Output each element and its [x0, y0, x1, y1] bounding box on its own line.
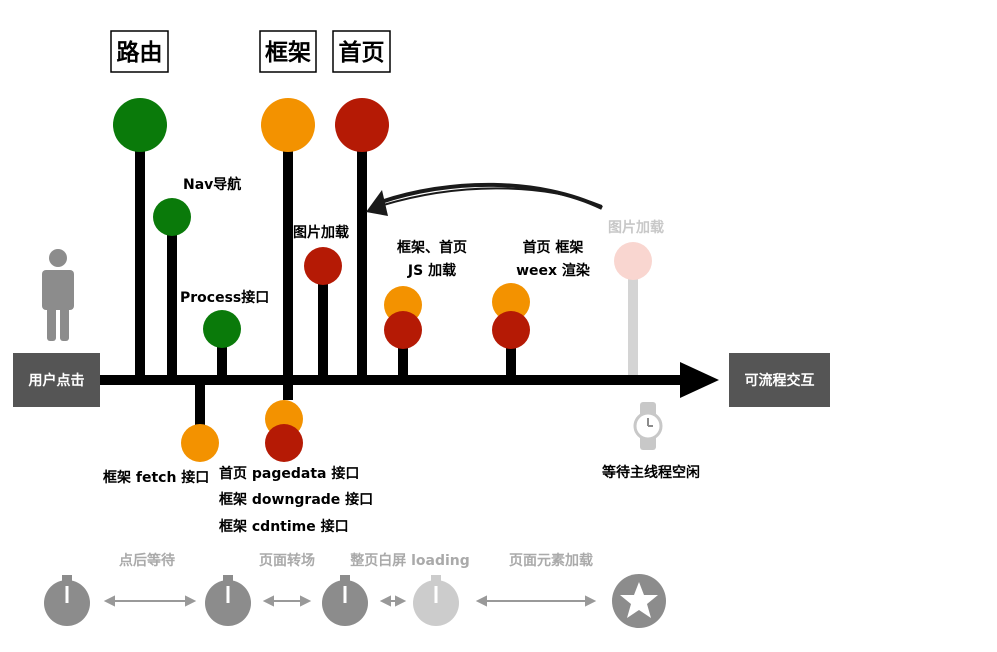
image-load-circle — [304, 247, 342, 285]
end-box-label: 可流程交互 — [745, 372, 815, 389]
downgrade-api-label: 框架 downgrade 接口 — [219, 491, 373, 508]
start-box: 用户点击 — [13, 353, 100, 407]
end-box: 可流程交互 — [729, 353, 830, 407]
watch-icon — [633, 402, 663, 450]
curved-arrow-icon — [366, 182, 603, 216]
stems — [135, 125, 516, 430]
weex-render-red-circle — [492, 311, 530, 349]
framework-home-js-label-2: JS 加载 — [407, 262, 456, 279]
nav-circle — [153, 198, 191, 236]
weex-render-label-2: weex 渲染 — [516, 262, 591, 279]
phase-label-transition: 页面转场 — [259, 552, 315, 569]
milestone-framework: 框架 — [259, 30, 317, 73]
image-load-faded-label: 图片加载 — [608, 219, 664, 236]
stopwatch-icon-4 — [413, 575, 459, 626]
process-label: Process接口 — [180, 289, 269, 306]
js-load-red-circle — [384, 311, 422, 349]
milestone-route-label: 路由 — [117, 39, 163, 66]
start-box-label: 用户点击 — [29, 372, 85, 389]
star-icon — [612, 574, 666, 628]
wait-idle-label: 等待主线程空闲 — [602, 464, 700, 481]
milestone-home-label: 首页 — [339, 39, 385, 66]
nav-label: Nav导航 — [183, 176, 241, 193]
person-icon — [42, 249, 74, 341]
milestone-framework-label: 框架 — [265, 40, 311, 66]
image-load-label: 图片加载 — [293, 224, 349, 241]
stopwatch-icon-1 — [44, 575, 90, 626]
framework-circle — [261, 98, 315, 152]
image-load-faded-circle — [614, 242, 652, 280]
home-circle — [335, 98, 389, 152]
phase-label-element-load: 页面元素加载 — [509, 552, 593, 569]
weex-render-label-1: 首页 框架 — [523, 239, 584, 256]
phase-arrows — [103, 595, 597, 607]
milestone-route: 路由 — [110, 30, 169, 73]
pagedata-red-circle — [265, 424, 303, 462]
timeline-arrowhead — [680, 362, 719, 398]
framework-home-js-label-1: 框架、首页 — [397, 239, 467, 256]
process-circle — [203, 310, 241, 348]
stopwatch-icon-2 — [205, 575, 251, 626]
phase-label-wait: 点后等待 — [119, 552, 175, 569]
fetch-api-label: 框架 fetch 接口 — [103, 469, 209, 486]
cdntime-api-label: 框架 cdntime 接口 — [219, 518, 349, 535]
fetch-circle — [181, 424, 219, 462]
stopwatch-icon-3 — [322, 575, 368, 626]
milestone-home: 首页 — [332, 30, 391, 73]
pagedata-api-label: 首页 pagedata 接口 — [219, 465, 359, 482]
route-circle — [113, 98, 167, 152]
phase-label-white-screen: 整页白屏 loading — [349, 552, 470, 569]
weex-render-orange-circle — [492, 283, 530, 321]
